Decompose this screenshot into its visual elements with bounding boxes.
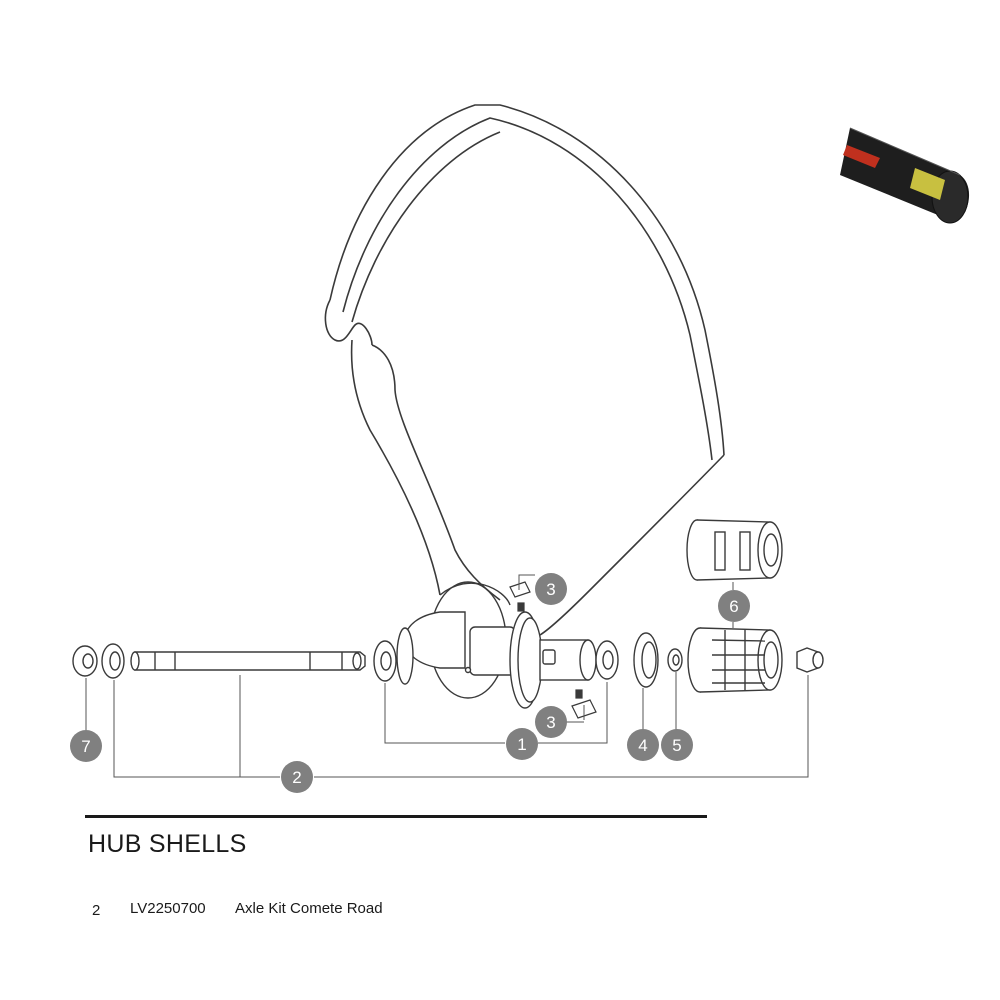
callout-6: 6 [718,590,750,622]
wheel-outline [324,104,725,636]
callout-3-bottom: 3 [535,706,567,738]
callout-4: 4 [627,729,659,761]
part-description: Axle Kit Comete Road [235,900,383,917]
svg-text:2: 2 [292,768,301,787]
section-divider [85,815,707,818]
seal [633,632,659,688]
svg-text:5: 5 [672,736,681,755]
callout-5: 5 [661,729,693,761]
freehub-body [687,627,783,693]
washer [667,648,683,672]
svg-text:1: 1 [517,735,526,754]
part-code: LV2250700 [130,900,206,917]
tire-image [840,127,970,224]
axle [130,651,366,671]
part-number: 2 [92,902,101,919]
leader-lines [85,574,809,778]
svg-text:7: 7 [81,737,90,756]
svg-text:3: 3 [546,580,555,599]
pawl-top [509,581,531,612]
svg-text:3: 3 [546,713,555,732]
left-nut [101,643,125,679]
end-cap [72,645,98,677]
freehub-body-alt [686,519,783,581]
right-bearing [595,640,619,680]
section-title: HUB SHELLS [88,830,247,858]
callout-1: 1 [506,728,538,760]
svg-text:4: 4 [638,736,647,755]
callout-3-top: 3 [535,573,567,605]
right-nut [796,647,824,673]
hub-shell [396,581,597,709]
left-bearing [373,640,397,682]
svg-text:6: 6 [729,597,738,616]
callout-2: 2 [281,761,313,793]
callout-7: 7 [70,730,102,762]
